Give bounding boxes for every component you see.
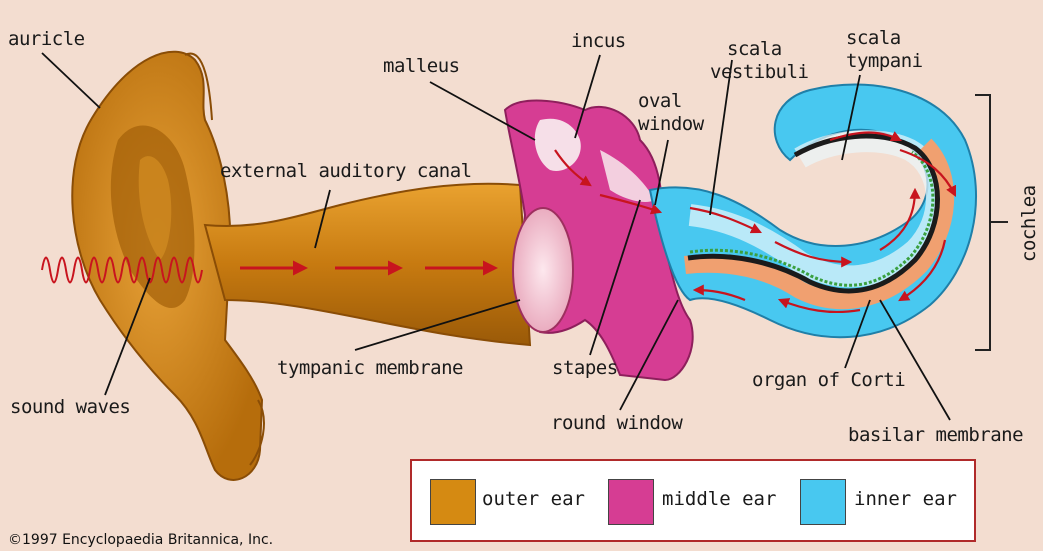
label-scala-tympani-1: scala xyxy=(846,27,901,49)
copyright-notice: ©1997 Encyclopaedia Britannica, Inc. xyxy=(8,532,273,548)
label-incus: incus xyxy=(571,30,626,52)
legend-swatch-middle-ear xyxy=(608,479,654,525)
legend-label-outer-ear: outer ear xyxy=(482,488,585,510)
label-cochlea: cochlea xyxy=(1018,185,1040,262)
label-organ-of-corti: organ of Corti xyxy=(752,369,905,391)
label-scala-vestibuli-1: scala xyxy=(727,38,782,60)
legend-swatch-outer-ear xyxy=(430,479,476,525)
label-round-window: round window xyxy=(551,412,682,434)
label-scala-vestibuli-2: vestibuli xyxy=(710,61,808,83)
label-scala-tympani-2: tympani xyxy=(846,50,923,72)
legend: outer ear middle ear inner ear xyxy=(410,459,976,542)
legend-label-middle-ear: middle ear xyxy=(662,488,776,510)
label-tympanic-membrane: tympanic membrane xyxy=(277,357,463,379)
label-oval-window-2: window xyxy=(638,113,704,135)
legend-swatch-inner-ear xyxy=(800,479,846,525)
label-sound-waves: sound waves xyxy=(10,396,130,418)
label-basilar-membrane: basilar membrane xyxy=(848,424,1023,446)
legend-label-inner-ear: inner ear xyxy=(854,488,957,510)
label-auricle: auricle xyxy=(8,28,85,50)
label-stapes: stapes xyxy=(552,357,618,379)
label-oval-window-1: oval xyxy=(638,90,682,112)
label-external-auditory-canal: external auditory canal xyxy=(220,160,472,182)
label-malleus: malleus xyxy=(383,55,460,77)
